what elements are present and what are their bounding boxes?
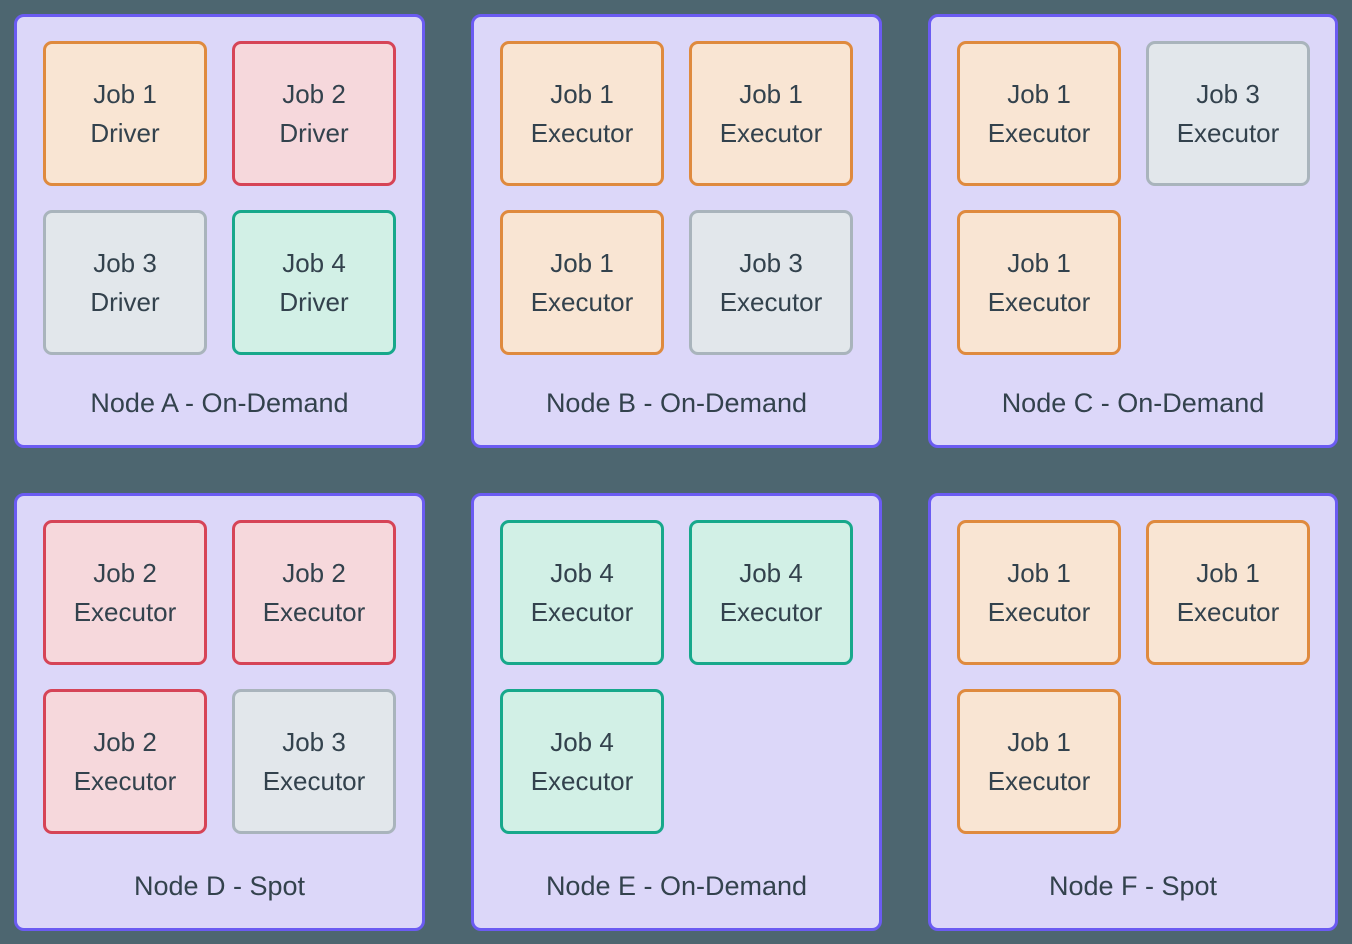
job-name: Job 3 [93,247,157,278]
job-box: Job 2 Driver [232,41,396,186]
job-role: Executor [987,596,1091,627]
job-name: Job 1 [739,78,803,109]
job-box: Job 4 Executor [689,520,853,665]
job-box: Job 1 Executor [957,210,1121,355]
job-role: Executor [987,117,1091,148]
job-box: Job 2 Executor [43,520,207,665]
job-box: Job 3 Executor [232,689,396,834]
job-name: Job 1 [1007,78,1071,109]
job-box: Job 1 Executor [500,210,664,355]
job-name: Job 3 [739,247,803,278]
job-role: Executor [262,596,366,627]
job-name: Job 3 [282,726,346,757]
node-label: Node C - On-Demand [1001,387,1265,418]
job-name: Job 2 [93,557,157,588]
job-box: Job 1 Driver [43,41,207,186]
job-name: Job 4 [282,247,346,278]
job-name: Job 4 [550,726,614,757]
job-role: Executor [1176,117,1280,148]
job-role: Executor [530,596,634,627]
job-box: Job 4 Executor [500,520,664,665]
job-box: Job 1 Executor [957,689,1121,834]
job-role: Driver [279,286,349,317]
job-role: Executor [1176,596,1280,627]
job-role: Executor [719,286,823,317]
job-name: Job 2 [282,557,346,588]
job-name: Job 1 [1007,557,1071,588]
job-role: Driver [90,286,160,317]
job-box: Job 1 Executor [689,41,853,186]
job-role: Executor [987,765,1091,796]
job-box: Job 1 Executor [1146,520,1310,665]
node-label: Node D - Spot [133,870,306,901]
job-box: Job 3 Driver [43,210,207,355]
node-label: Node A - On-Demand [90,387,349,418]
job-role: Driver [279,117,349,148]
job-box: Job 2 Executor [232,520,396,665]
job-role: Executor [987,286,1091,317]
job-name: Job 1 [1007,247,1071,278]
job-name: Job 2 [93,726,157,757]
job-box: Job 3 Executor [1146,41,1310,186]
job-box: Job 2 Executor [43,689,207,834]
job-name: Job 1 [550,247,614,278]
job-box: Job 1 Executor [957,520,1121,665]
job-box: Job 1 Executor [500,41,664,186]
job-role: Executor [73,596,177,627]
job-box: Job 3 Executor [689,210,853,355]
job-name: Job 4 [739,557,803,588]
job-role: Executor [73,765,177,796]
job-box: Job 4 Driver [232,210,396,355]
job-name: Job 2 [282,78,346,109]
job-name: Job 4 [550,557,614,588]
job-role: Executor [530,765,634,796]
job-name: Job 1 [1196,557,1260,588]
node-label: Node F - Spot [1048,870,1218,901]
job-role: Executor [530,117,634,148]
job-name: Job 1 [550,78,614,109]
job-name: Job 3 [1196,78,1260,109]
job-name: Job 1 [93,78,157,109]
job-role: Driver [90,117,160,148]
job-name: Job 1 [1007,726,1071,757]
job-role: Executor [262,765,366,796]
job-role: Executor [530,286,634,317]
job-role: Executor [719,596,823,627]
job-role: Executor [719,117,823,148]
job-box: Job 4 Executor [500,689,664,834]
node-label: Node B - On-Demand [545,387,808,418]
job-box: Job 1 Executor [957,41,1121,186]
node-label: Node E - On-Demand [545,870,808,901]
